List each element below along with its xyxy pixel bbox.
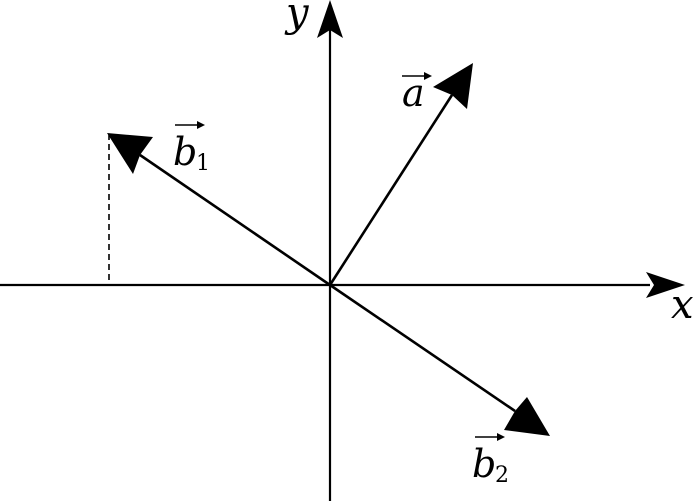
vector-b1-subscript: 1	[196, 151, 210, 176]
x-axis-arrowhead	[646, 272, 685, 298]
x-axis-label: x	[671, 282, 694, 328]
vector-b2-arrowhead	[504, 397, 550, 436]
vector-a-label-overarrow-icon	[424, 72, 432, 80]
vector-b1-label: b 1	[173, 121, 210, 176]
vector-a-label: a	[402, 71, 432, 115]
vector-b1-line	[139, 153, 331, 287]
vector-b1-arrowhead	[107, 133, 153, 174]
vector-b2-label: b 2	[472, 433, 509, 488]
vector-a-line	[328, 94, 454, 286]
vector-a-letter: a	[402, 71, 425, 115]
vector-b2-subscript: 2	[495, 463, 509, 488]
vector-a-arrowhead	[433, 63, 473, 109]
vector-b1-label-overarrow-icon	[197, 121, 205, 129]
vector-b2-letter: b	[472, 442, 496, 486]
vector-b1-letter: b	[173, 130, 197, 174]
vector-b2-label-overarrow-icon	[497, 433, 505, 441]
y-axis-label: y	[284, 0, 310, 36]
y-axis-arrowhead	[317, 0, 343, 38]
vector-b2-line	[329, 283, 516, 413]
